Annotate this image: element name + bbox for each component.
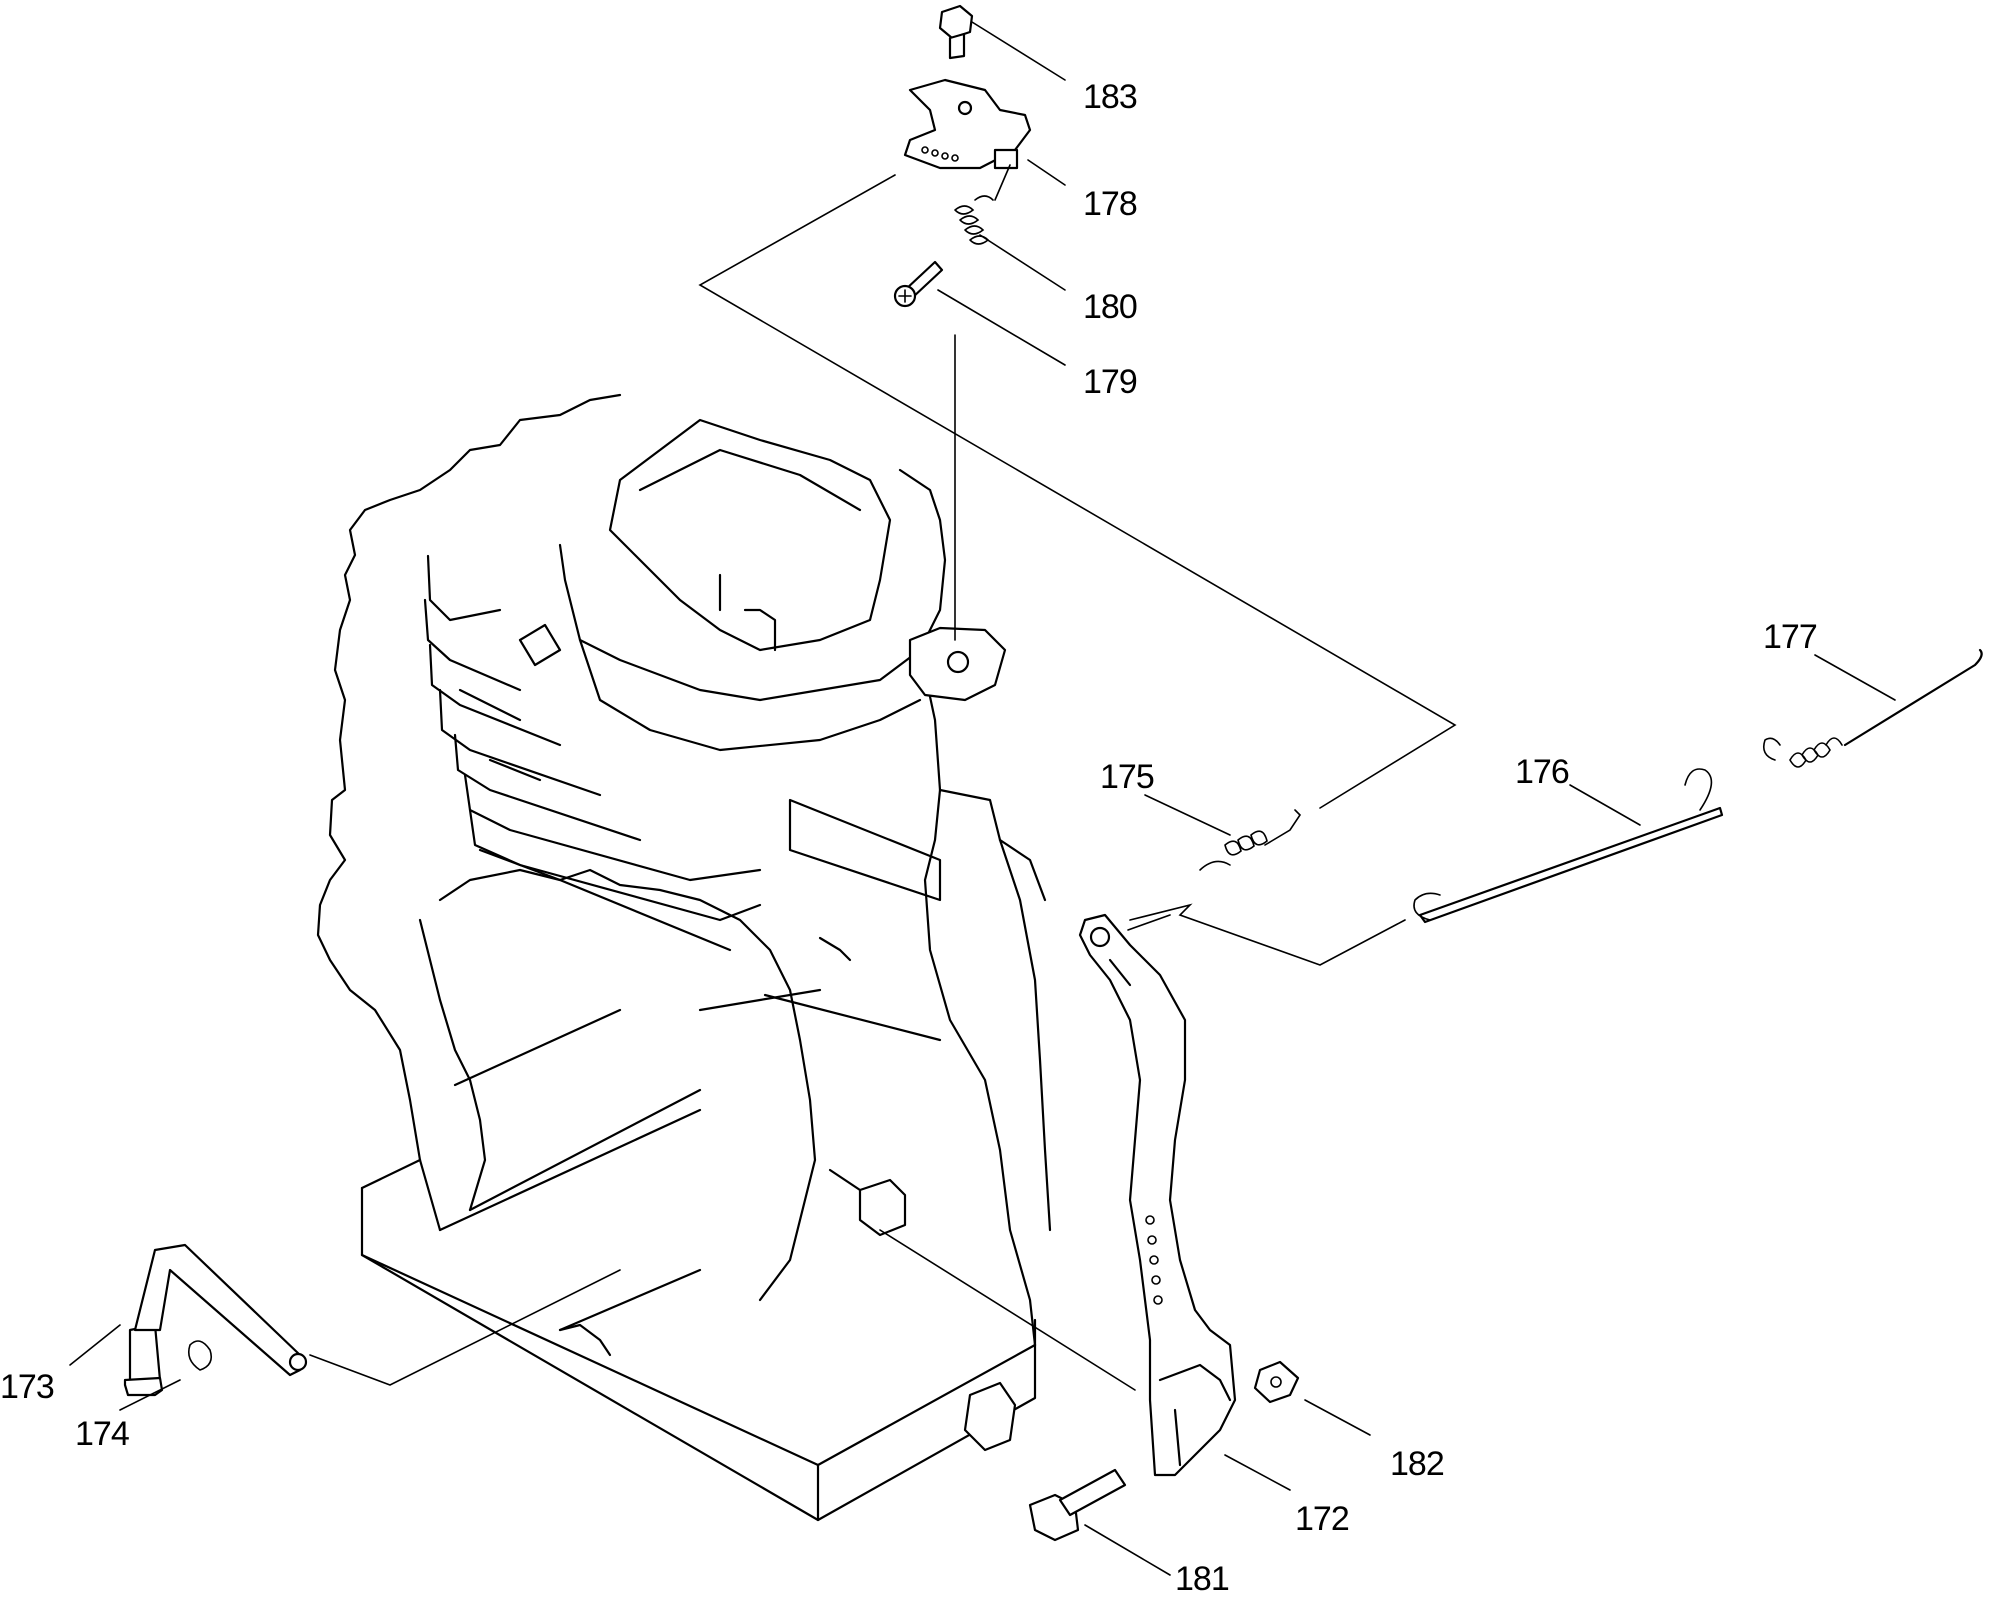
governor-boss [858, 1178, 907, 1237]
part-174-clip [187, 1340, 213, 1371]
part-181-bolt [1028, 1468, 1127, 1542]
callout-177: 177 [1763, 618, 1817, 656]
callout-176: 176 [1515, 753, 1569, 791]
part-176-rod [1413, 768, 1724, 924]
callout-183: 183 [1083, 78, 1137, 116]
part-182-nut [1253, 1360, 1300, 1404]
drain-plug [963, 1381, 1017, 1452]
callout-174: 174 [75, 1415, 129, 1453]
part-177-spring [1762, 648, 1983, 768]
callout-173: 173 [0, 1368, 54, 1406]
callout-181: 181 [1175, 1560, 1229, 1598]
callout-182: 182 [1390, 1445, 1444, 1483]
rocker-cover [608, 418, 892, 652]
part-179-screw [893, 260, 944, 308]
callout-175: 175 [1100, 758, 1154, 796]
engine-block [316, 393, 1052, 1522]
callout-180: 180 [1083, 288, 1137, 326]
part-178-plate [903, 78, 1032, 170]
part-183-bolt [938, 4, 974, 60]
part-173-governor-shaft [123, 1243, 308, 1397]
callout-178: 178 [1083, 185, 1137, 223]
part-172-governor-arm [1078, 913, 1237, 1477]
part-175-spring [1199, 809, 1302, 871]
assembly-lines [309, 164, 1457, 1391]
leader-lines [69, 21, 1896, 1576]
callout-179: 179 [1083, 363, 1137, 401]
callout-172: 172 [1295, 1500, 1349, 1538]
part-180-spring [954, 195, 994, 245]
pulley-boss [908, 626, 1007, 702]
